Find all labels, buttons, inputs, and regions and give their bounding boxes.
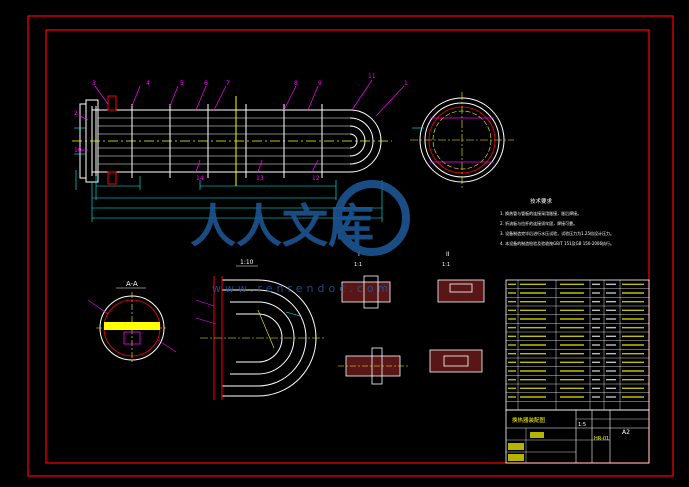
detail-ii-scale: 1:1 xyxy=(442,262,450,268)
section-a-a-label: A-A xyxy=(126,280,138,288)
drawing-scale: 1:5 xyxy=(578,422,586,428)
detail-ii: II 1:1 xyxy=(437,251,485,303)
technical-notes: 技术要求 1. 换热管与管板的连接采用胀接，胀后焊接。 2. 折流板与拉杆的连接… xyxy=(500,197,614,246)
inner-frame xyxy=(45,29,650,464)
tech-notes-title: 技术要求 xyxy=(530,197,553,205)
detail-lower-left xyxy=(338,347,408,385)
balloon-9: 9 xyxy=(318,80,322,87)
detail-lower-right xyxy=(429,349,483,373)
parts-list xyxy=(505,279,650,411)
tech-note-4: 4. 本设备的制造检验及验收按GB/T 151及GB 150-2006执行。 xyxy=(500,240,614,246)
balloon-10: 10 xyxy=(74,147,82,154)
balloon-7: 7 xyxy=(226,80,230,87)
head-scale-label: 1:10 xyxy=(240,259,254,266)
balloon-4: 4 xyxy=(146,80,150,87)
main-view-dimensions xyxy=(91,176,383,222)
drawing-number: HR-01 xyxy=(594,436,609,442)
detail-ii-label: II xyxy=(446,251,450,258)
drawing-title: 换热器装配图 xyxy=(512,416,546,424)
balloon-8: 8 xyxy=(294,80,298,87)
balloon-6: 6 xyxy=(204,80,208,87)
end-view xyxy=(410,92,514,188)
balloon-11: 11 xyxy=(368,73,376,80)
detail-i: I 1:1 xyxy=(341,251,391,309)
balloon-14: 14 xyxy=(196,175,204,182)
tech-note-2: 2. 折流板与拉杆的连接须牢固，焊接可靠。 xyxy=(500,220,577,226)
watermark-url: www.renrendoc.com xyxy=(212,282,392,295)
sheet-size: A2 xyxy=(622,429,630,436)
title-block: 换热器装配图 1:5 A2 HR-01 xyxy=(505,409,650,464)
head-detail: 1:10 xyxy=(195,259,326,400)
tech-note-3: 3. 设备制造完毕后进行水压试验，试验压力为1.25倍设计压力。 xyxy=(500,230,614,236)
outer-frame xyxy=(27,15,674,477)
detail-i-label: I xyxy=(358,251,360,258)
balloon-labels: 3 4 5 6 7 8 9 11 1 2 10 14 13 12 xyxy=(74,73,408,182)
balloon-5: 5 xyxy=(180,80,184,87)
watermark-text: 人人文库 xyxy=(190,199,374,253)
tech-note-1: 1. 换热管与管板的连接采用胀接，胀后焊接。 xyxy=(500,210,581,216)
balloon-leaders xyxy=(79,79,405,173)
balloon-12: 12 xyxy=(312,175,320,182)
balloon-2: 2 xyxy=(74,110,78,117)
balloon-3: 3 xyxy=(92,80,96,87)
balloon-1: 1 xyxy=(404,80,408,87)
balloon-13: 13 xyxy=(256,175,264,182)
section-a-a: A-A xyxy=(87,280,177,364)
main-view xyxy=(72,95,392,190)
watermark: 人人文库 www.renrendoc.com xyxy=(190,180,410,295)
detail-i-scale: 1:1 xyxy=(354,262,362,268)
